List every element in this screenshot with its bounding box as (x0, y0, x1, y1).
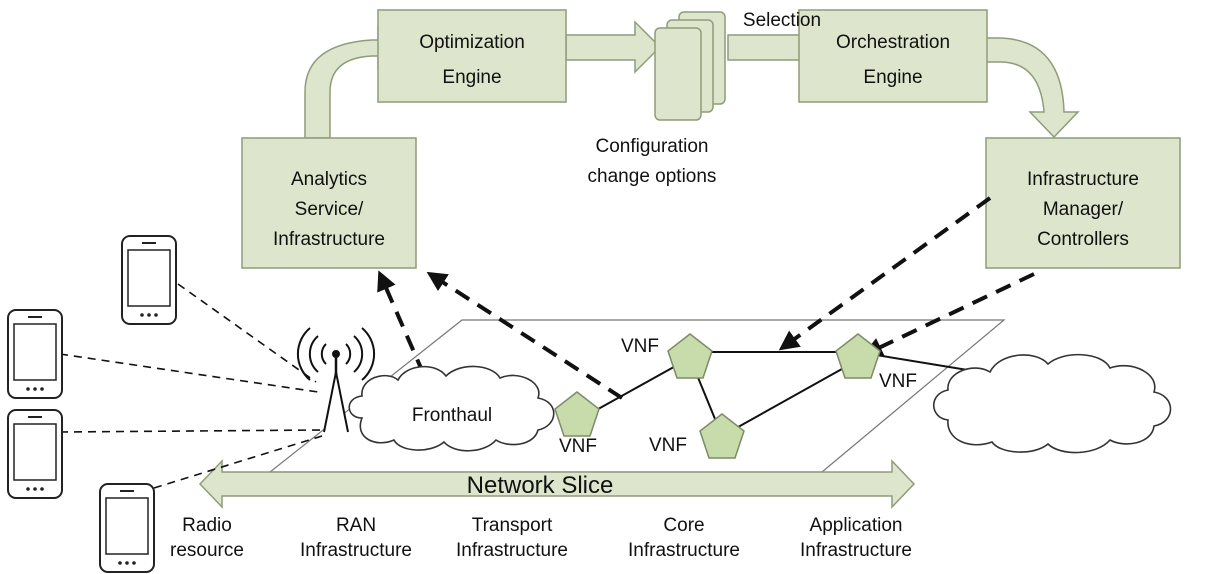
network-slice-arrow (198, 459, 916, 509)
flow-arrow-optimization-to-options (565, 20, 662, 74)
config-options-label-1: Configuration (595, 136, 708, 157)
layer-transport-label-1: Transport (472, 515, 553, 536)
radio-link-phone-1 (177, 283, 317, 383)
radio-tower-icon (296, 327, 376, 433)
selection-label: Selection (743, 10, 821, 31)
configuration-options-stack-icon (654, 11, 726, 121)
vnf-label-4: VNF (879, 371, 917, 392)
vnf-pentagon-4 (835, 333, 881, 379)
config-options-label-2: change options (588, 166, 717, 187)
layer-core-label-1: Core (663, 515, 704, 536)
dashed-arrow-manager-to-vnf (862, 272, 1035, 357)
vnf-pentagon-3 (699, 413, 745, 459)
vnf-label-3: VNF (649, 435, 687, 456)
optimization-engine-label-1: Optimization (419, 32, 525, 53)
dashed-arrow-manager-to-link (778, 196, 992, 351)
vnf-pentagon-2 (667, 333, 713, 379)
layer-application-label-2: Infrastructure (800, 540, 912, 561)
manager-label-3: Controllers (1037, 229, 1129, 250)
orchestration-engine-label-2: Engine (863, 67, 922, 88)
radio-link-phone-4 (153, 435, 323, 489)
phone-icon-3 (7, 409, 63, 499)
phone-icon-2 (7, 309, 63, 399)
layer-application-label-1: Application (810, 515, 903, 536)
phone-icon-4 (99, 483, 155, 573)
analytics-label-3: Infrastructure (273, 229, 385, 250)
orchestration-engine-box (798, 9, 988, 103)
optimization-engine-label-2: Engine (442, 67, 501, 88)
infrastructure-manager-box (985, 137, 1181, 269)
vnf-label-1: VNF (559, 436, 597, 457)
dashed-arrow-fronthaul-to-analytics (377, 270, 436, 399)
network-slice-label: Network Slice (467, 472, 614, 499)
vnf-label-2: VNF (621, 336, 659, 357)
radio-link-phone-3 (59, 429, 323, 433)
orchestration-engine-label-1: Orchestration (836, 32, 950, 53)
layer-transport-label-2: Infrastructure (456, 540, 568, 561)
manager-label-2: Manager/ (1043, 199, 1124, 220)
fronthaul-label: Fronthaul (412, 405, 492, 426)
layer-radio-label-1: Radio (182, 515, 232, 536)
phone-icon-1 (121, 235, 177, 325)
manager-label-1: Infrastructure (1027, 169, 1139, 190)
analytics-label-1: Analytics (291, 169, 367, 190)
link-vnf3-vnf4 (721, 359, 859, 437)
optimization-engine-box (377, 9, 567, 103)
analytics-service-box (241, 137, 417, 269)
dashed-arrow-vnf-to-analytics (426, 271, 624, 400)
flow-arrow-orchestration-to-manager (985, 37, 1080, 139)
layer-ran-label-2: Infrastructure (300, 540, 412, 561)
analytics-label-2: Service/ (295, 199, 364, 220)
radio-link-phone-2 (59, 353, 319, 393)
link-vnf1-vnf2 (581, 357, 691, 419)
layer-ran-label-1: RAN (336, 515, 376, 536)
fronthaul-cloud (348, 365, 555, 452)
layer-core-label-2: Infrastructure (628, 540, 740, 561)
vnf-pentagon-1 (554, 391, 600, 437)
layer-radio-label-2: resource (170, 540, 244, 561)
application-cloud (932, 353, 1172, 454)
